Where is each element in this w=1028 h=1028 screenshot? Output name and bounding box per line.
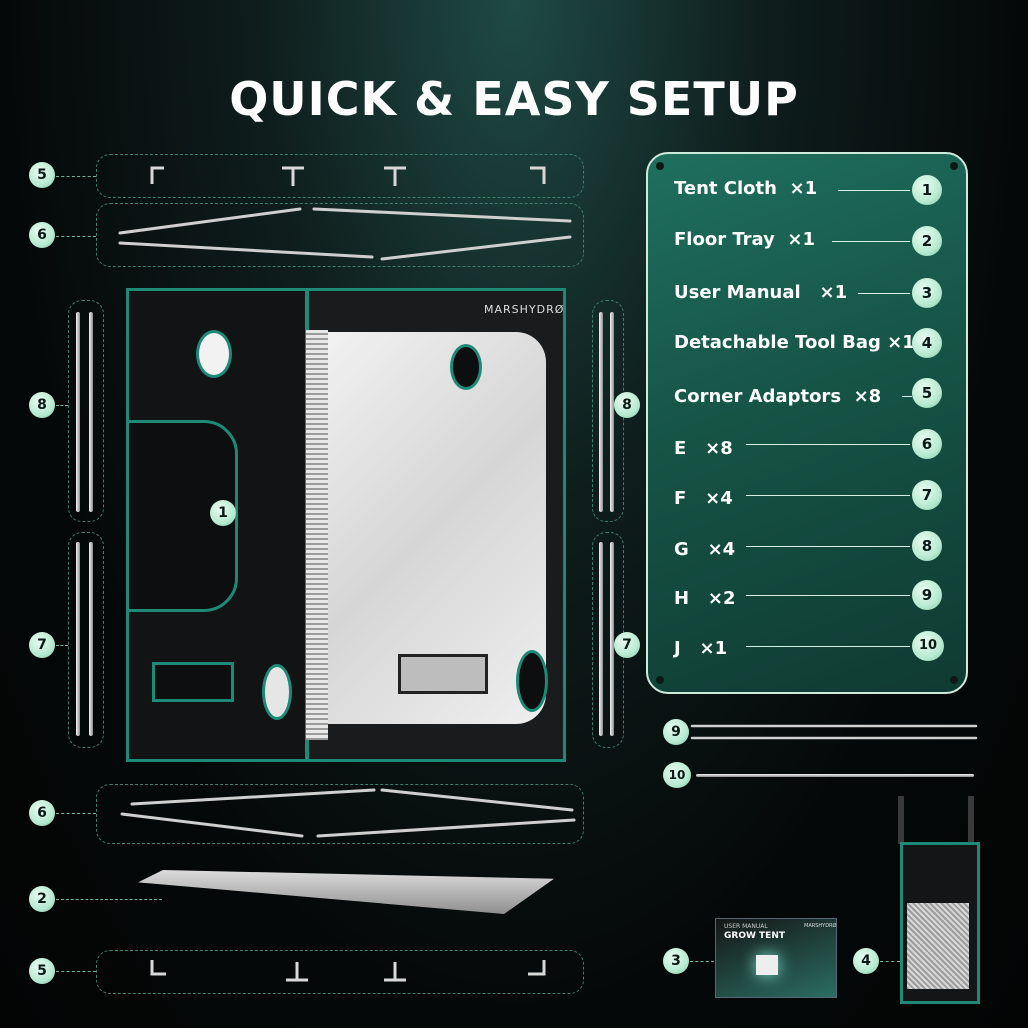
e-poles-bottom [120,788,576,838]
bag-mesh [907,903,969,989]
poles-top-frame [96,203,584,267]
callout-poles-bottom: 6 [29,800,55,826]
f-pole [599,542,603,736]
leader-line [56,645,68,646]
user-manual: USER MANUAL GROW TENT MARSHYDRØ [715,918,837,998]
row-leader [746,495,910,496]
vent-port [516,650,548,712]
part-badge-10: 10 [912,631,944,661]
bag-strap [968,796,974,844]
g-pole [599,312,603,512]
left-lower-frame [68,532,104,748]
part-badge-9: 9 [912,580,942,610]
callout-corner-bottom: 5 [29,958,55,984]
row-leader [832,241,910,242]
part-row-10: J ×1 [674,638,728,659]
corner-adaptors-bottom-frame [96,950,584,994]
manual-subtitle: USER MANUAL [724,923,768,930]
parts-list-panel: Tent Cloth ×1 1 Floor Tray ×1 2 User Man… [646,152,968,694]
callout-left-lower: 7 [29,632,55,658]
part-badge-3: 3 [912,278,942,308]
vent-flap [152,662,234,702]
manual-title: GROW TENT [724,931,785,941]
row-leader [902,396,912,397]
leader-line [880,961,900,962]
floor-tray [138,870,554,914]
g-pole [76,312,80,512]
row-leader [746,595,910,596]
left-upper-frame [68,300,104,522]
tent-zipper [306,330,328,740]
leader-line [56,971,96,972]
corner-adaptors-top [150,166,546,186]
callout-left-upper: 8 [29,392,55,418]
part-row-2: Floor Tray ×1 [674,229,816,250]
bottom-vent [398,654,488,694]
part-badge-6: 6 [912,429,942,459]
part-row-8: G ×4 [674,539,736,560]
callout-pole-j: 10 [663,762,691,788]
row-leader [746,444,910,445]
f-pole [89,542,93,736]
j-pole [696,774,974,777]
callout-pole-h: 9 [663,719,689,745]
part-row-1: Tent Cloth ×1 [674,178,818,199]
part-badge-2: 2 [912,226,942,256]
vent-port [196,330,232,378]
poles-bottom-frame [96,784,584,844]
g-pole [89,312,93,512]
f-pole [610,542,614,736]
vent-port [262,664,292,720]
row-leader [858,293,910,294]
part-row-6: E ×8 [674,438,733,459]
leader-line [56,176,96,177]
part-row-4: Detachable Tool Bag ×1 [674,332,915,353]
leader-line [690,961,714,962]
row-leader [746,546,910,547]
corner-adaptors-bottom [150,960,546,982]
callout-poles-top: 6 [29,222,55,248]
detachable-tool-bag [900,842,980,1004]
bag-strap [898,796,904,844]
panel-hole [656,162,664,170]
vent-port [450,344,482,390]
panel-hole [656,676,664,684]
part-badge-5: 5 [912,378,942,408]
panel-hole [950,162,958,170]
row-leader [838,190,910,191]
part-row-9: H ×2 [674,588,736,609]
leader-line [56,813,96,814]
manual-brand: MARSHYDRØ [804,923,837,929]
callout-manual: 3 [663,948,689,974]
e-poles-top [118,207,572,261]
part-badge-7: 7 [912,480,942,510]
f-pole [76,542,80,736]
callout-bag: 4 [853,948,879,974]
callout-right-lower: 7 [614,632,640,658]
leader-line [56,899,162,900]
part-row-7: F ×4 [674,488,733,509]
row-leader [746,646,910,647]
callout-tray: 2 [29,886,55,912]
g-pole [610,312,614,512]
callout-tent: 1 [210,500,236,526]
part-badge-4: 4 [912,328,942,358]
h-poles [690,724,978,740]
leader-line [56,236,96,237]
callout-corner-top: 5 [29,162,55,188]
part-badge-8: 8 [912,531,942,561]
part-badge-1: 1 [912,175,942,205]
callout-right-upper: 8 [614,392,640,418]
page-title: QUICK & EASY SETUP [229,72,799,126]
corner-adaptors-top-frame [96,154,584,198]
leader-line [56,405,68,406]
tent-brand: MARSHYDRØ [484,303,565,316]
manual-tent-image [756,955,778,975]
part-row-5: Corner Adaptors ×8 [674,386,882,407]
part-row-3: User Manual ×1 [674,282,848,303]
panel-hole [950,676,958,684]
